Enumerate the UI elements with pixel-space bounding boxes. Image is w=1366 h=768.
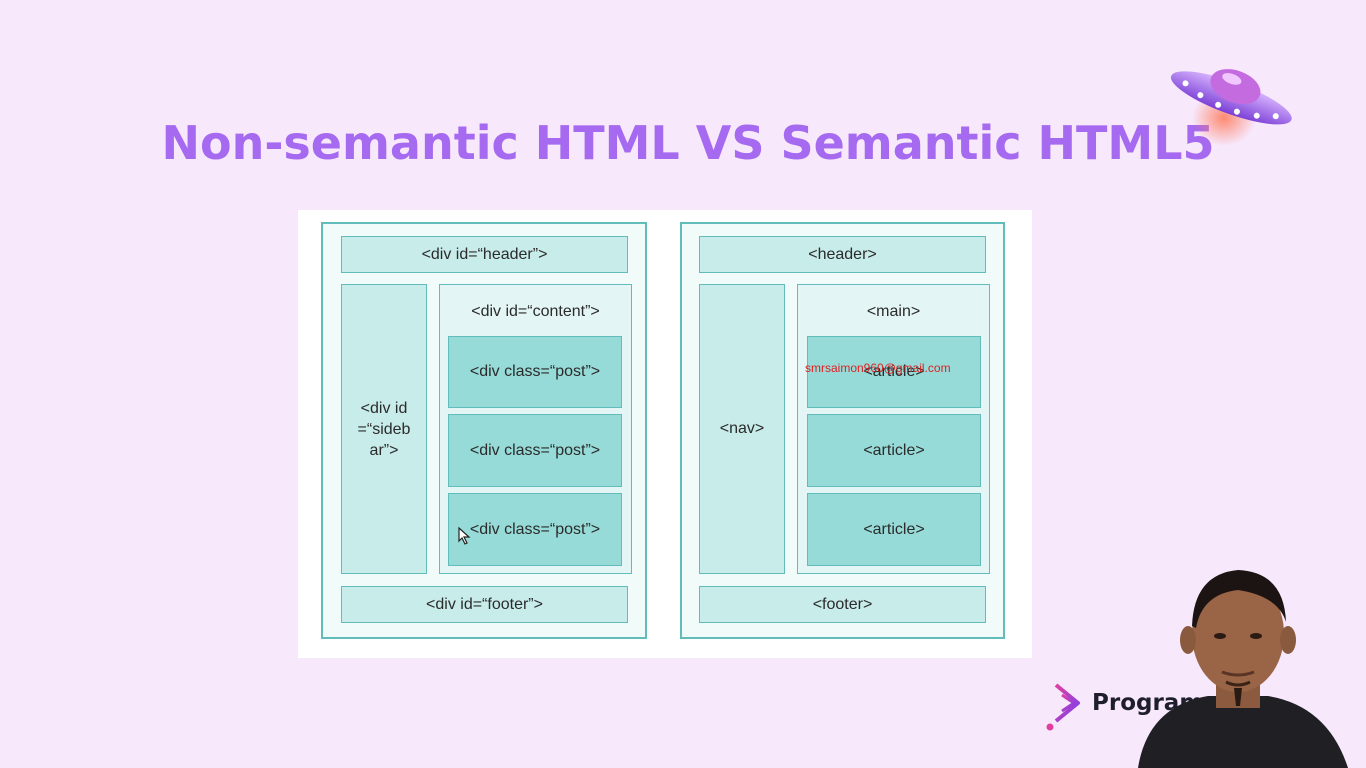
ufo-icon (1170, 69, 1292, 146)
article-element-box-2: <article> (807, 414, 981, 487)
div-header-box: <div id=“header”> (341, 236, 628, 273)
brand-logo-icon (1046, 683, 1080, 731)
div-post-box-3: <div class=“post”> (448, 493, 622, 566)
article-element-box-3: <article> (807, 493, 981, 566)
div-footer-box: <div id=“footer”> (341, 586, 628, 623)
presenter-webcam (1138, 570, 1348, 768)
div-sidebar-box: <div id=“sidebar”> (341, 284, 427, 574)
slide-title: Non-semantic HTML VS Semantic HTML5 (161, 116, 1215, 170)
article-element-box-1: <article> (807, 336, 981, 408)
div-sidebar-label: <div id=“sidebar”> (357, 399, 411, 459)
nav-element-box: <nav> (699, 284, 785, 574)
header-element-box: <header> (699, 236, 986, 273)
div-post-box-2: <div class=“post”> (448, 414, 622, 487)
cursor-icon (458, 526, 471, 545)
div-post-box-1: <div class=“post”> (448, 336, 622, 408)
footer-element-box: <footer> (699, 586, 986, 623)
email-watermark: smrsaimon960@gmail.com (805, 361, 951, 375)
